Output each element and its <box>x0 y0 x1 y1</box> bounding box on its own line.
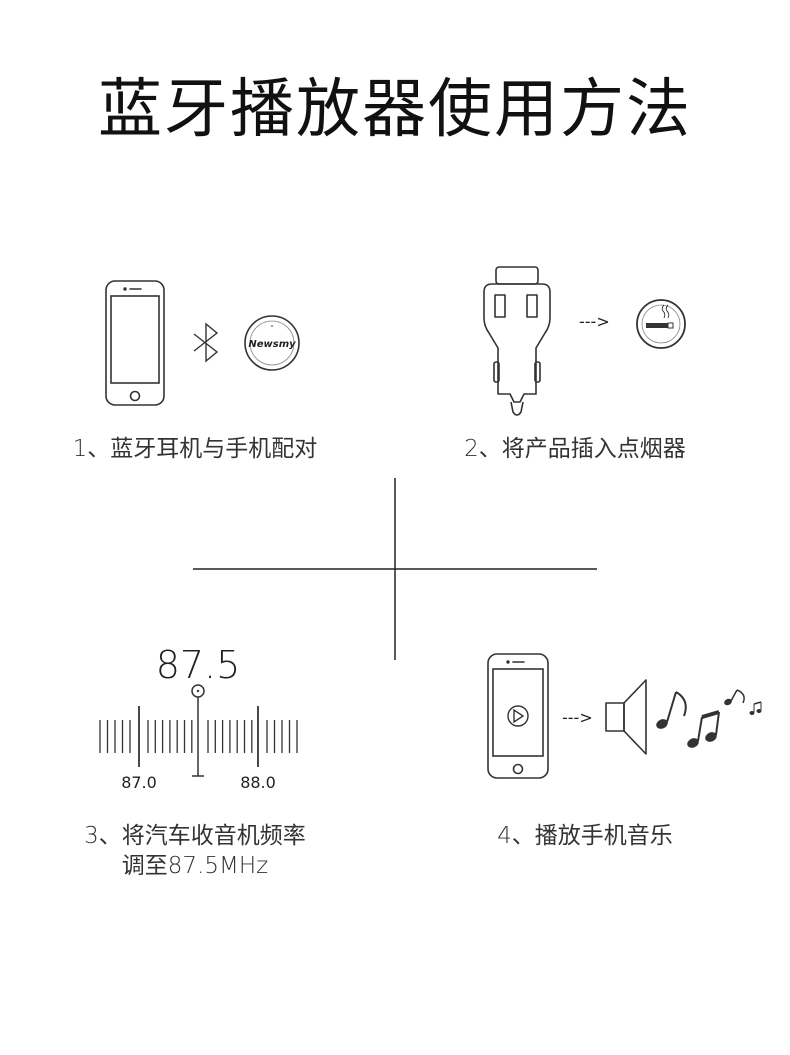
music-notes-icon <box>656 689 762 748</box>
step-3-caption-line2: 调至87.5MHz <box>121 853 269 879</box>
play-icon <box>507 705 529 727</box>
arrow-icon-2: ---> <box>562 708 593 727</box>
divider-cross <box>193 478 597 660</box>
svg-text:--->: ---> <box>562 708 593 727</box>
car-charger-icon <box>483 266 551 416</box>
page-title: 蓝牙播放器使用方法 <box>98 73 692 147</box>
step-1-caption: 1、蓝牙耳机与手机配对 <box>72 436 318 462</box>
receiver-icon: Newsmy <box>244 315 300 371</box>
radio-scale <box>99 706 298 767</box>
step-2-caption: 2、将产品插入点烟器 <box>464 436 686 462</box>
svg-text:--->: ---> <box>579 312 610 331</box>
phone-play-icon <box>487 653 549 779</box>
bluetooth-icon <box>193 322 219 363</box>
step-4-caption: 4、播放手机音乐 <box>497 823 673 849</box>
speaker-icon <box>605 679 647 755</box>
radio-tick-label-left: 87.0 <box>121 773 157 792</box>
radio-tick-label-right: 88.0 <box>240 773 276 792</box>
receiver-brand-label: Newsmy <box>248 339 296 350</box>
phone-icon <box>105 280 165 406</box>
arrow-icon: ---> <box>579 312 610 331</box>
step-3-caption-line1: 3、将汽车收音机频率 <box>84 823 306 849</box>
radio-needle <box>191 684 205 777</box>
cigarette-socket-icon <box>636 299 686 349</box>
radio-frequency-readout: 87.5 <box>156 643 241 687</box>
radio-dial-icon: 87.5 87.0 88.0 <box>99 643 298 792</box>
